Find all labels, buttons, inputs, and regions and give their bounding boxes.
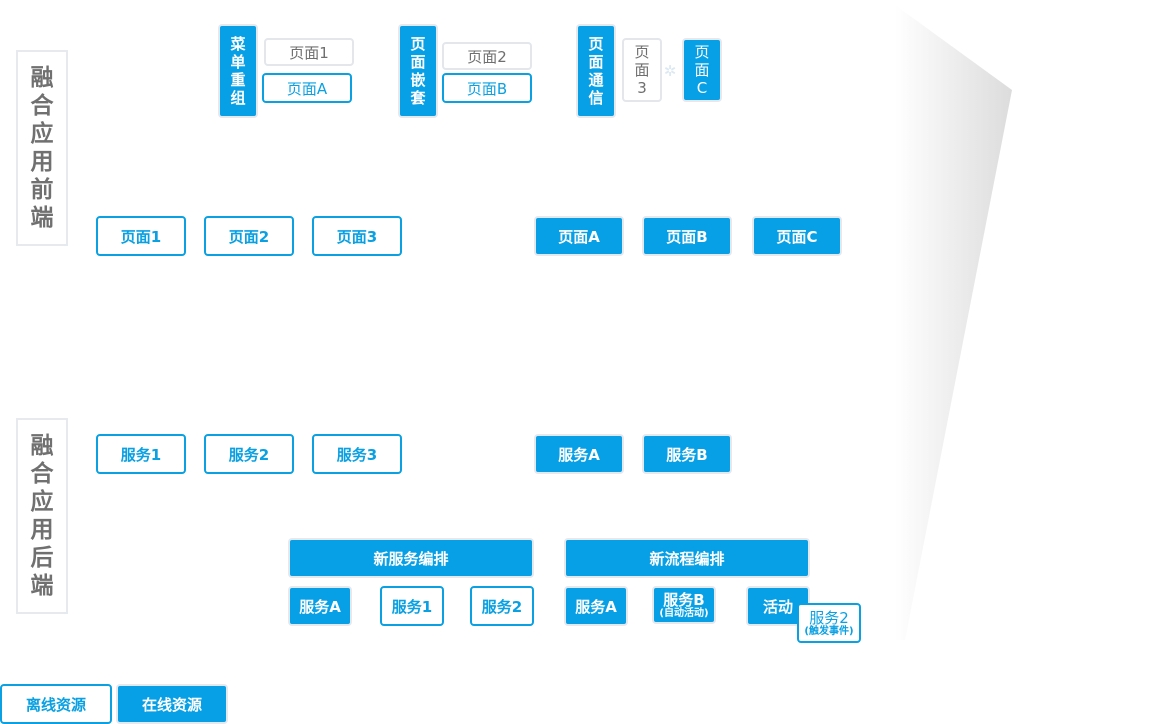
process-service-a[interactable]: 服务A	[564, 586, 628, 626]
page-nesting-text: 页面嵌套	[410, 35, 426, 107]
backend-label-text: 融合应用后端	[30, 433, 54, 599]
offline-page-3[interactable]: 页面3	[312, 216, 402, 256]
group2-page-b[interactable]: 页面B	[442, 73, 532, 103]
offline-service-2[interactable]: 服务2	[204, 434, 294, 474]
process-service-2-label: 服务2	[809, 608, 849, 627]
group3-page-3-text: 页面3	[634, 43, 650, 97]
online-service-b[interactable]: 服务B	[642, 434, 732, 474]
process-service-b[interactable]: 服务B (自动活动)	[652, 586, 716, 624]
offline-page-2[interactable]: 页面2	[204, 216, 294, 256]
new-process-orchestration[interactable]: 新流程编排	[564, 538, 810, 578]
gear-icon: ✲	[663, 62, 677, 80]
orch-service-2[interactable]: 服务2	[470, 586, 534, 626]
offline-page-1[interactable]: 页面1	[96, 216, 186, 256]
page-nesting-tag[interactable]: 页面嵌套	[398, 24, 438, 118]
group1-page-a[interactable]: 页面A	[262, 73, 352, 103]
page-communication-tag[interactable]: 页面通信	[576, 24, 616, 118]
backend-section-label: 融合应用后端	[16, 418, 68, 614]
offline-service-3[interactable]: 服务3	[312, 434, 402, 474]
group3-page-c[interactable]: 页面C	[682, 38, 722, 102]
online-page-b[interactable]: 页面B	[642, 216, 732, 256]
frontend-label-text: 融合应用前端	[30, 65, 54, 231]
online-page-a[interactable]: 页面A	[534, 216, 624, 256]
menu-regroup-text: 菜单重组	[230, 35, 246, 107]
orch-service-a[interactable]: 服务A	[288, 586, 352, 626]
group2-page-2[interactable]: 页面2	[442, 42, 532, 70]
process-service-2-sub: (触发事件)	[804, 625, 854, 637]
group3-page-3[interactable]: 页面3	[622, 38, 662, 102]
menu-regroup-tag[interactable]: 菜单重组	[218, 24, 258, 118]
orch-service-1[interactable]: 服务1	[380, 586, 444, 626]
new-service-orchestration[interactable]: 新服务编排	[288, 538, 534, 578]
online-service-a[interactable]: 服务A	[534, 434, 624, 474]
process-service-2[interactable]: 服务2 (触发事件)	[797, 603, 861, 643]
legend-offline-resource: 离线资源	[0, 684, 112, 724]
group3-page-c-text: 页面C	[694, 43, 710, 97]
group1-page-1[interactable]: 页面1	[264, 38, 354, 66]
offline-service-1[interactable]: 服务1	[96, 434, 186, 474]
frontend-section-label: 融合应用前端	[16, 50, 68, 246]
online-page-c[interactable]: 页面C	[752, 216, 842, 256]
process-service-b-label: 服务B	[663, 590, 705, 609]
legend-online-resource: 在线资源	[116, 684, 228, 724]
page-communication-text: 页面通信	[588, 35, 604, 107]
process-service-b-sub: (自动活动)	[659, 607, 709, 619]
